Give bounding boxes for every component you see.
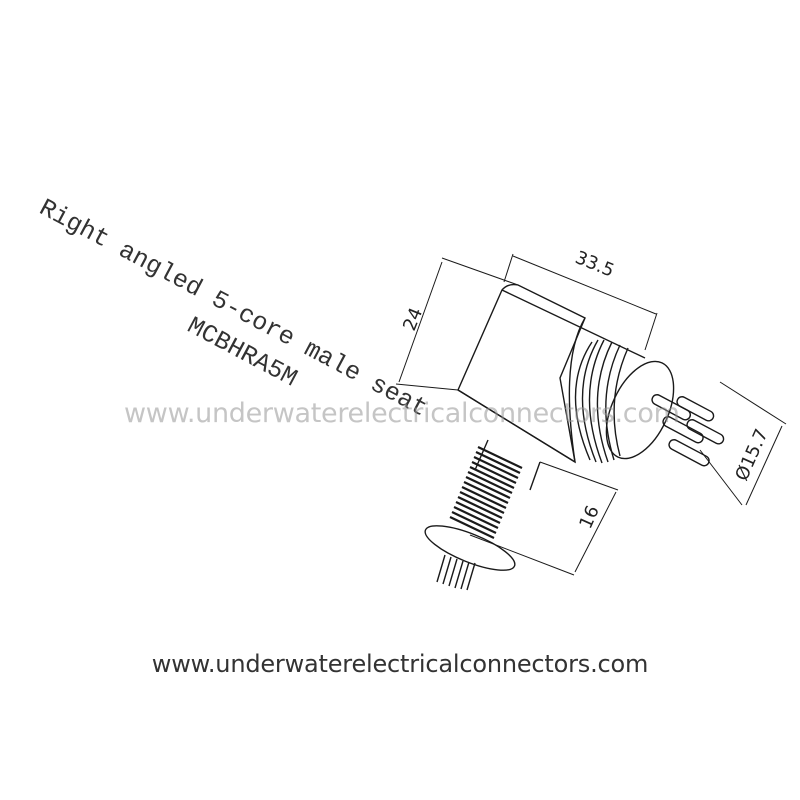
dim-length: 33.5 bbox=[572, 247, 617, 281]
pins bbox=[651, 394, 725, 467]
thread bbox=[449, 446, 523, 539]
dimension-lines bbox=[395, 253, 787, 576]
dim-thread-length: 16 bbox=[575, 503, 604, 532]
title-line-1: Right angled 5-core male seat bbox=[34, 193, 432, 423]
footer-url: www.underwaterelectricalconnectors.com bbox=[151, 650, 649, 678]
watermark: www.underwaterelectricalconnectors.com bbox=[124, 398, 680, 429]
connector-body bbox=[424, 283, 725, 591]
title-group: Right angled 5-core male seat bbox=[34, 193, 432, 423]
dim-height: 24 bbox=[399, 305, 427, 334]
dim-diameter: Ø15.7 bbox=[731, 426, 772, 484]
